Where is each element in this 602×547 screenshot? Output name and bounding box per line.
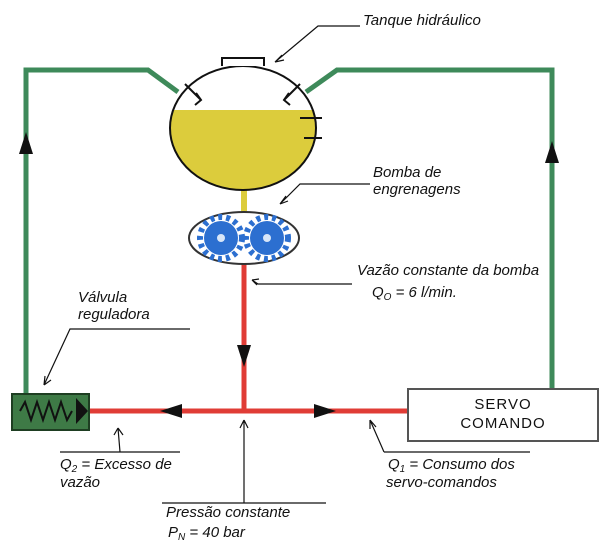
flow-arrow-down <box>237 345 251 367</box>
q1-label-line1: Q1 = Consumo dos <box>388 456 515 475</box>
regulating-valve <box>11 393 90 431</box>
valve-label-line2: reguladora <box>78 306 150 323</box>
servo-label-line2: COMANDO <box>460 415 546 432</box>
pressure-label-line1: Pressão constante <box>166 504 291 521</box>
pressure-leader <box>162 419 326 504</box>
flow-arrow-right <box>314 404 336 418</box>
spring-icon <box>19 398 73 424</box>
gear-pump <box>188 211 300 265</box>
pressure-value: PN = 40 bar <box>168 524 245 543</box>
valve-leader <box>43 328 190 386</box>
return-arrow-right <box>545 141 559 163</box>
q2-leader <box>60 427 180 453</box>
tank-label: Tanque hidráulico <box>363 12 481 29</box>
servo-label-line1: SERVO <box>474 396 532 413</box>
tank-leader <box>274 25 360 63</box>
q2-label-line1: Q2 = Excesso de <box>60 456 172 475</box>
return-line-right <box>304 67 555 389</box>
flow-label-line1: Vazão constante da bomba <box>357 262 540 279</box>
q1-leader <box>369 419 530 453</box>
gear-icon <box>243 214 291 262</box>
pump-label-line1: Bomba de <box>373 164 442 181</box>
gear-icon <box>197 214 245 262</box>
flow-value: QO = 6 l/min. <box>372 284 457 303</box>
pump-leader <box>279 183 370 205</box>
valve-label-line1: Válvula <box>78 289 128 306</box>
return-arrow-left <box>19 132 33 154</box>
servo-command-box <box>407 388 599 442</box>
return-line-left <box>23 67 180 396</box>
q2-label-line2: vazão <box>60 474 101 491</box>
flow-leader <box>251 278 352 286</box>
flow-arrow-left <box>160 404 182 418</box>
q1-label-line2: servo-comandos <box>386 474 497 491</box>
pump-label-line2: engrenagens <box>373 181 461 198</box>
hydraulic-tank <box>169 57 322 191</box>
